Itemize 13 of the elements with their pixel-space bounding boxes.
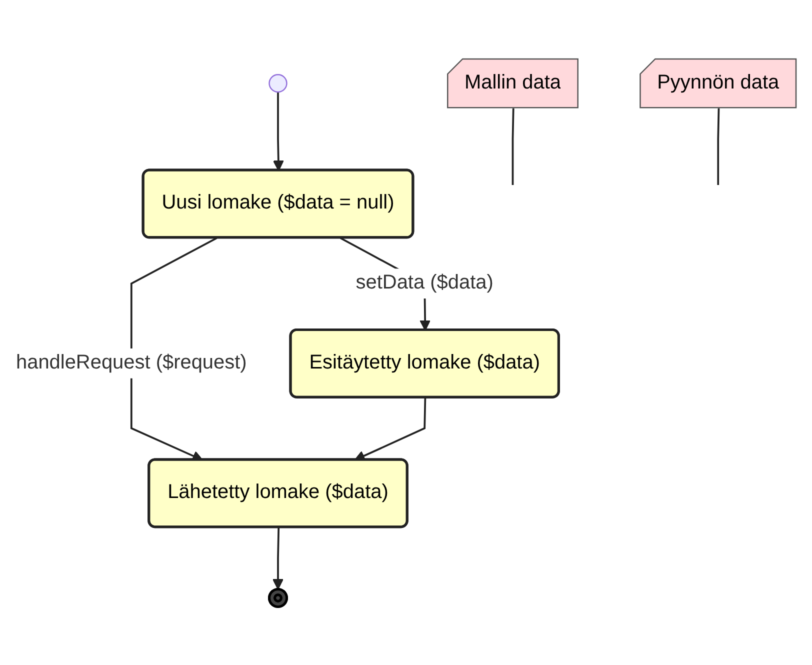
- arrow: [272, 92, 284, 171]
- state-box: Uusi lomake ($data = null): [142, 168, 414, 238]
- initial-state-icon: [268, 74, 288, 92]
- leader-line: [512, 108, 514, 185]
- arrow: [272, 527, 284, 590]
- leader-line: [717, 108, 720, 185]
- final-state-icon: [268, 588, 288, 608]
- note-box: Mallin data: [447, 58, 578, 108]
- edge-label: handleRequest ($request): [16, 348, 247, 378]
- state-box: Esitäytetty lomake ($data): [289, 328, 560, 398]
- state-box: Lähetetty lomake ($data): [148, 458, 408, 528]
- edge-label: setData ($data): [356, 268, 494, 298]
- note-box: Pyynnön data: [640, 58, 797, 108]
